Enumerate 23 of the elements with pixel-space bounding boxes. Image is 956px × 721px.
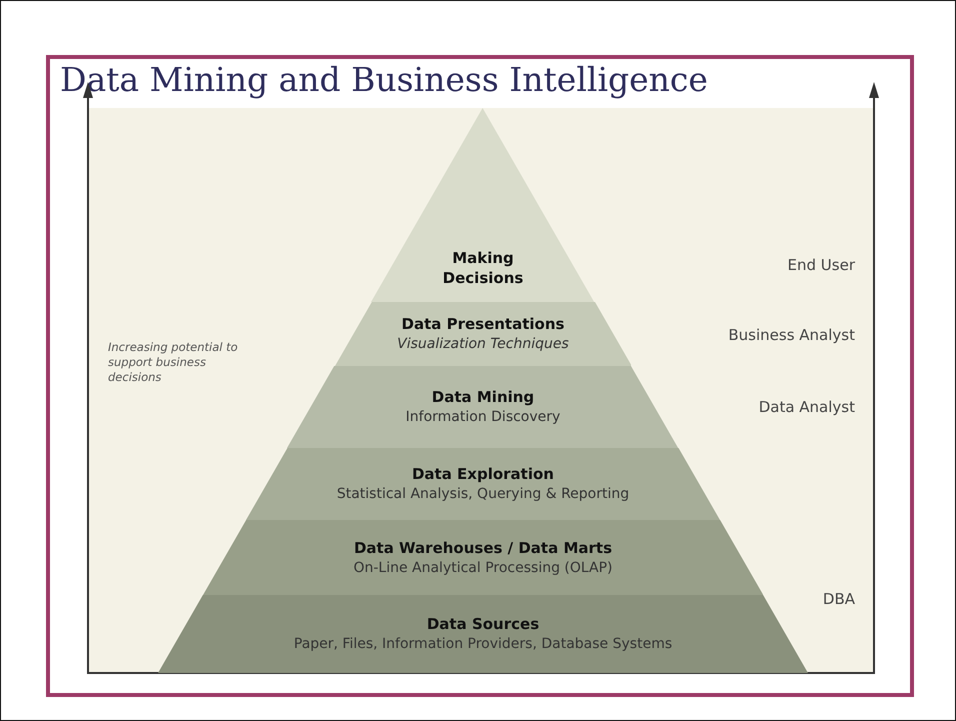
role-label: DBA <box>822 590 855 608</box>
tier-title: Data Exploration <box>410 464 555 484</box>
pyramid-tier <box>202 520 764 595</box>
tier-title: Data Mining <box>430 387 536 407</box>
tier-description: On-Line Analytical Processing (OLAP) <box>352 558 614 578</box>
role-label: Business Analyst <box>728 326 855 344</box>
role-label: End User <box>788 256 855 274</box>
axis-note: Increasing potential to support business decisions <box>108 340 238 385</box>
pyramid-tier <box>246 448 720 520</box>
pyramid-tier <box>287 366 679 448</box>
tier-title: Data Presentations <box>400 314 566 334</box>
tier-description: Information Discovery <box>404 408 562 427</box>
pyramid-tier <box>334 302 632 366</box>
tier-description: Statistical Analysis, Querying & Reporting <box>336 485 630 504</box>
tier-title: Making Decisions <box>442 248 524 288</box>
pyramid-tier <box>371 108 595 302</box>
slide-title: Data Mining and Business Intelligence <box>60 60 708 99</box>
pyramid-tier <box>158 595 808 673</box>
tier-title: Data Warehouses / Data Marts <box>352 538 613 558</box>
tier-description: Paper, Files, Information Providers, Database Systems <box>292 635 674 654</box>
tier-title: Data Sources <box>426 614 540 634</box>
tier-description: Visualization Techniques <box>396 335 570 354</box>
role-label: Data Analyst <box>758 398 855 416</box>
